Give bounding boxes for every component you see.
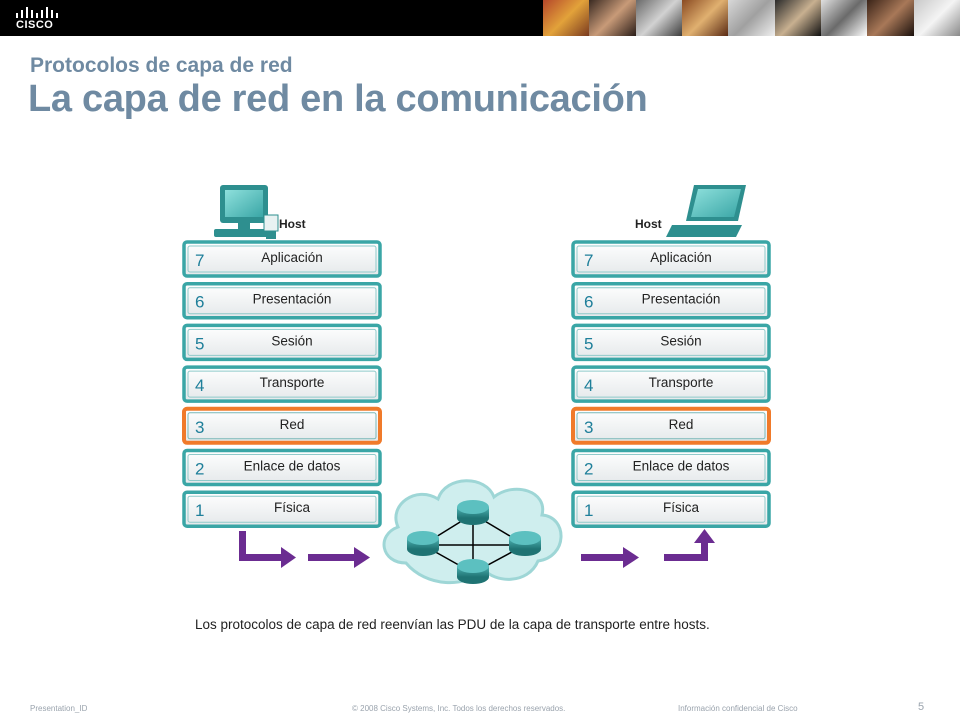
left-layer-3: 3 Red: [182, 406, 382, 445]
page-number: 5: [918, 701, 925, 713]
layer-box: [182, 490, 382, 528]
layer-name: Sesión: [660, 333, 701, 348]
layer-box: [182, 365, 382, 403]
header-banner: CISCO: [0, 0, 960, 36]
layer-name: Transporte: [260, 375, 325, 390]
right-layer-2: 2 Enlace de datos: [571, 448, 771, 487]
right-layer-1: 1 Física: [571, 490, 771, 528]
cisco-logo-text: CISCO: [16, 19, 54, 31]
layer-box: [571, 323, 771, 362]
left-layer-4: 4 Transporte: [182, 365, 382, 403]
layer-box: [182, 240, 382, 278]
left-host-label: Host: [279, 217, 306, 231]
layer-name: Física: [663, 500, 699, 515]
right-layer-3: 3 Red: [571, 406, 771, 445]
layer-box: [182, 406, 382, 445]
layer-name: Transporte: [649, 375, 714, 390]
header-photo: [774, 0, 821, 36]
layer-box: [182, 281, 382, 320]
layer-name: Física: [274, 500, 310, 515]
header-photo: [913, 0, 960, 36]
right-layer-4: 4 Transporte: [571, 365, 771, 403]
layer-box: [571, 281, 771, 320]
layer-number: 4: [195, 376, 204, 395]
header-photo: [589, 0, 636, 36]
arrow-down-right-icon: [239, 531, 296, 568]
layer-box: [571, 490, 771, 528]
layer-number: 2: [584, 460, 593, 479]
router-icon: [509, 531, 541, 556]
layer-number: 7: [584, 251, 593, 270]
right-layer-5: 5 Sesión: [571, 323, 771, 362]
left-osi-stack: 7 Aplicación 6 Presentación 5 Sesión 4 Transpor…: [182, 240, 382, 528]
header-photo: [820, 0, 868, 36]
layer-number: 6: [584, 293, 593, 312]
layer-name: Aplicación: [650, 250, 712, 265]
layer-box: [571, 365, 771, 403]
footer-copyright: © 2008 Cisco Systems, Inc. Todos los der…: [352, 704, 566, 713]
osi-network-diagram: Host Host 7 Aplicación 6 Presentación 5 Sesió…: [182, 185, 771, 584]
left-layer-5: 5 Sesión: [182, 323, 382, 362]
header-photo: [867, 0, 914, 36]
layer-name: Enlace de datos: [244, 459, 341, 474]
layer-box: [571, 448, 771, 487]
header-photo: [728, 0, 775, 36]
arrow-right-up-icon: [664, 529, 715, 561]
left-layer-1: 1 Física: [182, 490, 382, 528]
right-layer-6: 6 Presentación: [571, 281, 771, 320]
footer-confidential: Información confidencial de Cisco: [678, 704, 798, 713]
layer-number: 3: [195, 418, 204, 437]
layer-box: [182, 448, 382, 487]
layer-number: 2: [195, 460, 204, 479]
header-photo: [543, 0, 590, 36]
layer-name: Enlace de datos: [633, 459, 730, 474]
router-icon: [457, 559, 489, 584]
arrow-right-icon: [581, 547, 639, 568]
footer-presentation-id: Presentation_ID: [30, 704, 88, 713]
header-photo: [681, 0, 729, 36]
layer-number: 5: [584, 334, 593, 353]
right-osi-stack: 7 Aplicación 6 Presentación 5 Sesión 4 Transpor…: [571, 240, 771, 528]
layer-box: [571, 240, 771, 278]
data-flow-arrows: [239, 529, 715, 568]
layer-name: Presentación: [642, 292, 721, 307]
layer-box: [182, 323, 382, 362]
right-layer-7: 7 Aplicación: [571, 240, 771, 278]
header-photo-strip: [543, 0, 960, 36]
layer-number: 5: [195, 334, 204, 353]
left-layer-6: 6 Presentación: [182, 281, 382, 320]
router-icon: [457, 500, 489, 525]
desktop-computer-icon: [214, 185, 279, 239]
layer-name: Aplicación: [261, 250, 323, 265]
slide-subtitle: Protocolos de capa de red: [30, 54, 293, 77]
layer-number: 4: [584, 376, 593, 395]
header-photo: [635, 0, 682, 36]
right-host-label: Host: [635, 217, 662, 231]
layer-box: [571, 406, 771, 445]
router-icon: [407, 531, 439, 556]
layer-name: Sesión: [271, 333, 312, 348]
layer-number: 7: [195, 251, 204, 270]
layer-number: 1: [195, 501, 204, 520]
left-layer-2: 2 Enlace de datos: [182, 448, 382, 487]
laptop-icon: [666, 185, 746, 237]
layer-name: Presentación: [253, 292, 332, 307]
layer-name: Red: [669, 417, 694, 432]
layer-number: 3: [584, 418, 593, 437]
arrow-right-icon: [308, 547, 370, 568]
layer-name: Red: [280, 417, 305, 432]
diagram-caption: Los protocolos de capa de red reenvían l…: [195, 617, 710, 632]
left-layer-7: 7 Aplicación: [182, 240, 382, 278]
slide-title: La capa de red en la comunicación: [28, 78, 648, 120]
layer-number: 6: [195, 293, 204, 312]
cisco-bars-icon: [16, 7, 58, 18]
layer-number: 1: [584, 501, 593, 520]
cisco-logo: CISCO: [10, 3, 70, 33]
